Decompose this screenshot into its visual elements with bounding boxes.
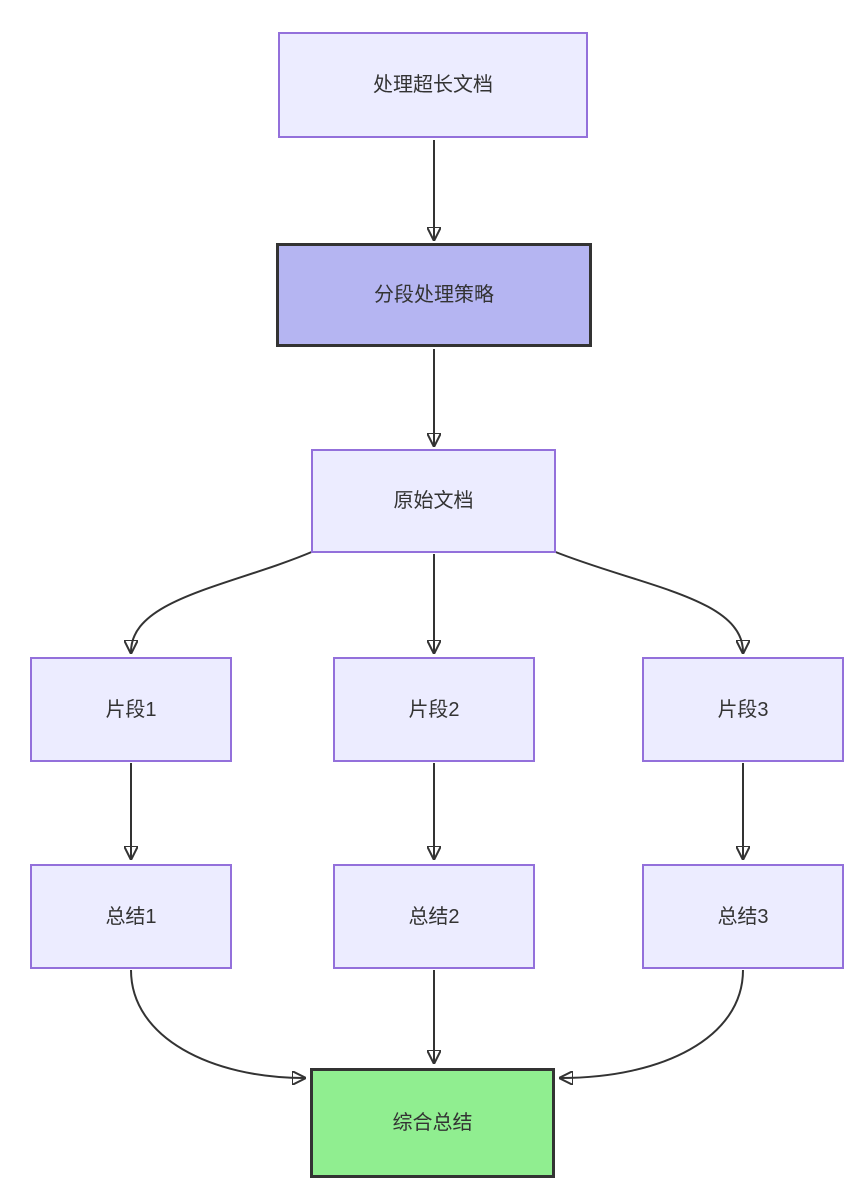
node-summary-1: 总结1	[30, 864, 232, 969]
edge-summary3-to-final	[561, 969, 744, 1078]
node-label: 分段处理策略	[374, 284, 494, 306]
node-process-long-doc: 处理超长文档	[278, 32, 588, 138]
node-summary-3: 总结3	[642, 864, 844, 969]
node-label: 综合总结	[392, 1112, 473, 1134]
node-segment-1: 片段1	[30, 657, 232, 762]
node-label: 片段3	[717, 698, 769, 721]
node-segment-3: 片段3	[642, 657, 844, 762]
node-label: 总结3	[717, 905, 769, 928]
node-summary-2: 总结2	[333, 864, 535, 969]
node-label: 处理超长文档	[373, 74, 493, 96]
node-segment-2: 片段2	[333, 657, 535, 762]
node-label: 片段2	[408, 698, 460, 721]
node-label: 总结1	[105, 905, 157, 928]
node-label: 片段1	[105, 698, 157, 721]
node-label: 总结2	[408, 905, 460, 928]
node-segmentation-strategy: 分段处理策略	[276, 243, 592, 347]
edge-original-to-segment3	[552, 550, 743, 652]
edge-original-to-segment1	[131, 550, 315, 652]
node-final-summary: 综合总结	[310, 1068, 555, 1178]
node-label: 原始文档	[393, 490, 474, 512]
edge-summary1-to-final	[130, 969, 304, 1078]
node-original-doc: 原始文档	[311, 449, 556, 553]
